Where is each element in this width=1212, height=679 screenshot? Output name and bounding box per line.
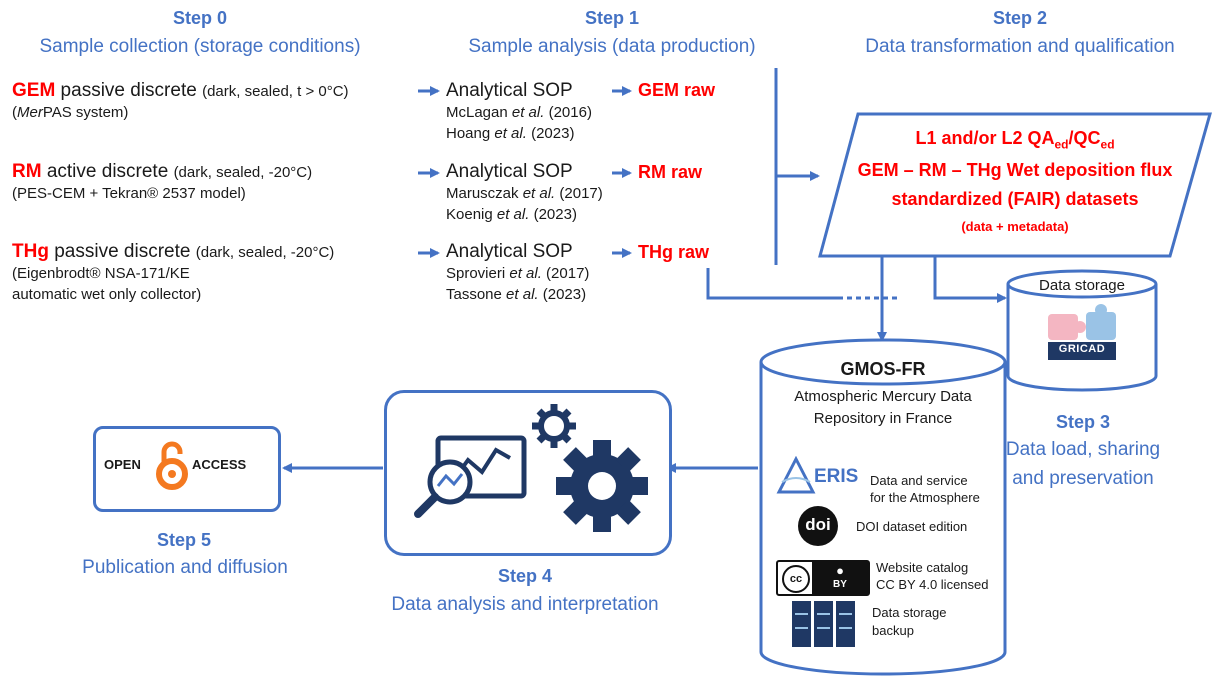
- sop-ref: Sprovieri et al. (2017): [446, 265, 590, 282]
- cc-line1: Website catalog: [876, 560, 969, 575]
- step4-subtitle: Data analysis and interpretation: [391, 594, 659, 615]
- step3-line1: Data load, sharing: [1005, 439, 1161, 460]
- repo-desc2: Repository in France: [813, 410, 953, 427]
- step2-title: Step 2: [992, 8, 1048, 28]
- gear-icon: [532, 404, 648, 532]
- server-icon: [792, 601, 855, 647]
- aeris-line1: Data and service: [870, 473, 968, 488]
- step1-title: Step 1: [584, 8, 640, 28]
- sample-rm: RM active discrete (dark, sealed, -20°C)…: [12, 161, 312, 204]
- step0-title: Step 0: [172, 8, 228, 28]
- cc-icon: cc ● BY: [776, 560, 870, 596]
- sop-label: Analytical SOP: [446, 241, 573, 262]
- raw-gem: GEM raw: [638, 80, 716, 100]
- cc-logo: cc: [782, 565, 810, 593]
- species-label: RM: [12, 161, 42, 182]
- analytics-icon: [414, 435, 527, 518]
- sop-ref: Marusczak et al. (2017): [446, 185, 603, 202]
- raw-to-storage-line: [706, 268, 838, 300]
- gricad-logo: GRICAD: [1058, 343, 1106, 355]
- sample-thg-detail-1: (Eigenbrodt® NSA-171/KE: [12, 265, 190, 282]
- backup-line2: backup: [872, 623, 914, 638]
- dataset-line3: standardized (FAIR) datasets: [891, 189, 1139, 209]
- repository-cylinder: [759, 338, 1007, 676]
- raw-thg: THg raw: [638, 242, 710, 262]
- species-label: GEM: [12, 80, 56, 101]
- doi-icon: doi: [798, 506, 838, 546]
- sample-thg: THg passive discrete (dark, sealed, -20°…: [12, 241, 334, 305]
- backup-line1: Data storage: [872, 605, 947, 620]
- raw-rm: RM raw: [638, 162, 703, 182]
- sample-gem: GEM passive discrete (dark, sealed, t > …: [12, 80, 349, 123]
- method-label: active discrete: [41, 161, 174, 182]
- conditions-label: (dark, sealed, -20°C): [173, 164, 313, 181]
- dataset-line1: L1 and/or L2 QAed/QCed: [915, 128, 1115, 152]
- step3-line2: and preservation: [1012, 468, 1154, 489]
- dataset-parallelogram: [818, 112, 1212, 258]
- cc-by-panel: ● BY: [812, 562, 868, 594]
- sample-gem-header: GEM passive discrete (dark, sealed, t > …: [12, 80, 349, 102]
- aeris-line2: for the Atmosphere: [870, 490, 980, 505]
- step0-subtitle: Sample collection (storage conditions): [39, 36, 361, 57]
- step5-subtitle: Publication and diffusion: [82, 557, 288, 578]
- repo-desc1: Atmospheric Mercury Data: [794, 388, 972, 405]
- cylinder-icon: [1006, 269, 1158, 392]
- storage-label: Data storage: [1039, 277, 1125, 294]
- open-access-lock-icon: [156, 441, 188, 490]
- sop-ref: Koenig et al. (2023): [446, 206, 577, 223]
- sop-label: Analytical SOP: [446, 80, 573, 101]
- open-access-box: [93, 426, 281, 512]
- cc-by-label: BY: [833, 579, 847, 590]
- sop-ref: Hoang et al. (2023): [446, 125, 575, 142]
- arrow-dataset-to-storage: [933, 256, 1007, 303]
- sample-thg-header: THg passive discrete (dark, sealed, -20°…: [12, 241, 334, 263]
- aeris-icon: [776, 456, 816, 494]
- sample-rm-detail: (PES-CEM + Tekran® 2537 model): [12, 185, 246, 202]
- oa-right-label: ACCESS: [192, 457, 247, 472]
- sop-label: Analytical SOP: [446, 161, 573, 182]
- step5-title: Step 5: [156, 530, 212, 550]
- doi-text: DOI dataset edition: [856, 519, 968, 534]
- sop-ref: Tassone et al. (2023): [446, 286, 587, 303]
- step1-subtitle: Sample analysis (data production): [468, 36, 756, 57]
- species-label: THg: [12, 241, 49, 262]
- method-label: passive discrete: [55, 80, 203, 101]
- sop-ref: McLagan et al. (2016): [446, 104, 592, 121]
- step4-title: Step 4: [497, 566, 553, 586]
- method-label: passive discrete: [48, 241, 196, 262]
- puzzle-icon: [1048, 304, 1116, 360]
- dataset-line2: GEM – RM – THg Wet deposition flux: [857, 160, 1173, 180]
- sop-gem: Analytical SOP McLagan et al. (2016) Hoa…: [446, 80, 592, 144]
- step2-subtitle: Data transformation and qualification: [865, 36, 1175, 57]
- step3-title: Step 3: [1055, 412, 1111, 432]
- cc-person-icon: ●: [836, 563, 844, 578]
- sample-rm-header: RM active discrete (dark, sealed, -20°C): [12, 161, 312, 183]
- oa-left-label: OPEN: [104, 457, 141, 472]
- sop-rm: Analytical SOP Marusczak et al. (2017) K…: [446, 161, 603, 225]
- conditions-label: (dark, sealed, -20°C): [195, 244, 335, 261]
- conditions-label: (dark, sealed, t > 0°C): [202, 83, 349, 100]
- aeris-logo: ERIS: [814, 466, 859, 487]
- repo-title: GMOS-FR: [840, 359, 926, 379]
- cc-line2: CC BY 4.0 licensed: [876, 577, 989, 592]
- sample-thg-detail-2: automatic wet only collector): [12, 286, 202, 303]
- sop-thg: Analytical SOP Sprovieri et al. (2017) T…: [446, 241, 589, 305]
- dataset-line4: (data + metadata): [961, 219, 1069, 234]
- sample-gem-detail: (MerPAS system): [12, 104, 129, 121]
